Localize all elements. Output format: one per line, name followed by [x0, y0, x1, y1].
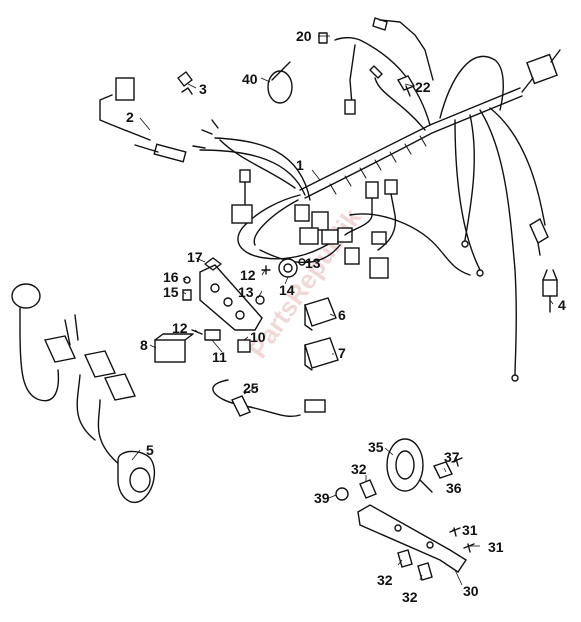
part-2-cable [99, 77, 187, 163]
callout-7: 7 [338, 345, 346, 361]
part-36-clip [433, 461, 453, 479]
part-8-box [154, 333, 194, 363]
callout-13-upper: 13 [305, 255, 321, 271]
callout-32-lower-right: 32 [402, 589, 418, 605]
part-4-switch [542, 269, 558, 313]
callout-37: 37 [444, 449, 460, 465]
callout-labels: 1 2 3 4 5 6 7 8 10 11 12 12 13 13 14 15 … [126, 28, 566, 605]
part-10-clip [237, 339, 251, 353]
callout-22: 22 [415, 79, 431, 95]
callout-31-lower: 31 [488, 539, 504, 555]
callout-32-lower-left: 32 [377, 572, 393, 588]
callout-5: 5 [146, 442, 154, 458]
part-7-relay [304, 337, 339, 371]
part-3-clip [177, 71, 193, 95]
callout-14: 14 [279, 282, 295, 298]
callout-6: 6 [338, 307, 346, 323]
leader-lines [131, 35, 554, 586]
callout-17: 17 [187, 249, 203, 265]
callout-15: 15 [163, 284, 179, 300]
part-13-bracket [199, 264, 263, 341]
callout-11: 11 [212, 349, 227, 365]
callout-35: 35 [368, 439, 384, 455]
callout-12-upper: 12 [240, 267, 256, 283]
part-20-clip [318, 32, 328, 44]
callout-20: 20 [296, 28, 312, 44]
callout-13-lower: 13 [238, 284, 254, 300]
callout-31-upper: 31 [462, 522, 478, 538]
callout-25: 25 [243, 380, 259, 396]
callout-2: 2 [126, 109, 134, 125]
part-22-sensor [396, 75, 416, 97]
main-wiring-harness [192, 17, 561, 382]
part-25-sensor-cable [212, 379, 326, 418]
callout-12-lower: 12 [172, 320, 188, 336]
callout-36: 36 [446, 480, 462, 496]
callout-8: 8 [140, 337, 148, 353]
callout-3: 3 [199, 81, 207, 97]
callout-30: 30 [463, 583, 479, 599]
part-30-bracket [357, 504, 467, 573]
part-5-switch-assembly [11, 283, 156, 504]
callout-32-upper: 32 [351, 461, 367, 477]
callout-39: 39 [314, 490, 330, 506]
parts-15-16-17-fasteners [182, 257, 222, 301]
part-40-cable-tie [267, 61, 293, 104]
callout-10: 10 [250, 329, 266, 345]
part-6-relay [304, 297, 337, 331]
callout-1: 1 [296, 157, 304, 173]
callout-4: 4 [558, 297, 566, 313]
part-37-screw [451, 457, 463, 467]
part-14-grommet [278, 258, 298, 278]
part-35-horn [386, 438, 433, 493]
callout-40: 40 [242, 71, 258, 87]
callout-16: 16 [163, 269, 179, 285]
part-39-nut [335, 487, 349, 501]
